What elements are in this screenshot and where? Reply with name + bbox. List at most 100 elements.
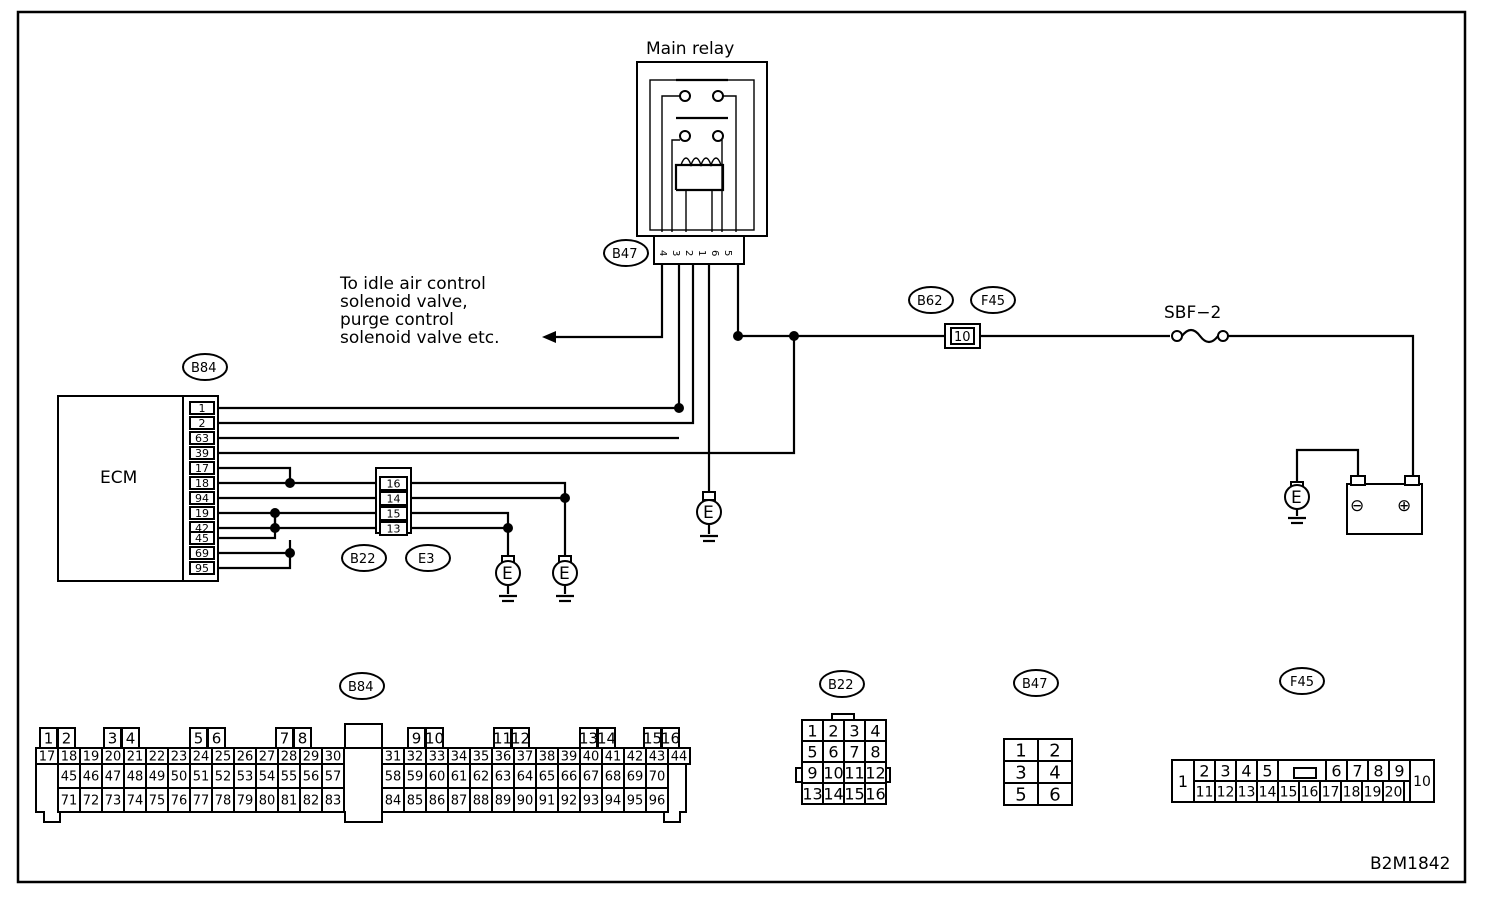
b22-face-pin: 6: [828, 742, 838, 761]
note-to-idle-air-control: To idle air control solenoid valve, purg…: [339, 274, 500, 348]
b84-face-pin: 18: [61, 750, 78, 765]
relay-pin-label: 5: [722, 250, 733, 256]
b22-face-pin: 4: [870, 721, 880, 740]
b84-face-pin: 57: [325, 770, 342, 785]
ecm-pin-label: 63: [195, 432, 209, 445]
b84-face-pin: 59: [407, 770, 424, 785]
b84-face-pin: 75: [149, 794, 166, 809]
b84-face-pin: 43: [649, 750, 666, 765]
b84-face-pin: 61: [451, 770, 468, 785]
b47-face-pin-cell: [1037, 782, 1073, 806]
ecm-pin-label-cell: [189, 476, 215, 490]
ecm-pin-label: 18: [195, 477, 209, 490]
svg-text:B47: B47: [612, 247, 637, 262]
b84-face-pin: 70: [649, 770, 666, 785]
connector-tag-f45: F45: [970, 286, 1016, 314]
b47-face-pin: 6: [1049, 784, 1060, 805]
ecm-pin-label: 39: [195, 447, 209, 460]
ecm-pin-label-cell: [189, 461, 215, 475]
svg-text:B47: B47: [1022, 677, 1047, 692]
junction-dot: [789, 331, 799, 341]
svg-text:F45: F45: [981, 294, 1005, 309]
junction-dot: [560, 493, 570, 503]
b84-face-pin: 46: [83, 770, 100, 785]
b84-face-pin: 7: [280, 729, 290, 747]
svg-text:SBF−2: SBF−2: [1164, 303, 1221, 323]
b84-face-pin: 37: [517, 750, 534, 765]
diagram-frame: [16, 10, 1467, 884]
f45-face-pin: 15: [1280, 785, 1298, 801]
b84-face-pin: 22: [149, 750, 166, 765]
b22-face-pin: 11: [844, 763, 864, 782]
svg-text:E: E: [703, 503, 714, 523]
svg-text:B22: B22: [828, 678, 853, 693]
junction-dot: [674, 403, 684, 413]
b22-pin-label-cell: [379, 506, 408, 521]
connector-b62-f45: 10: [944, 323, 981, 349]
f45-face-pin: 13: [1238, 785, 1256, 801]
b84-face-pin: 81: [281, 794, 298, 809]
note-arrow: [552, 264, 664, 339]
figure-code: B2M1842: [1370, 854, 1450, 874]
main-relay-title: Main relay: [646, 39, 734, 59]
b84-face-pin: 84: [385, 794, 402, 809]
b84-face-pin: 68: [605, 770, 622, 785]
relay-pin-label: 6: [709, 250, 720, 256]
b22-pin-label: 14: [387, 492, 401, 505]
b22-pin-label: 13: [387, 522, 401, 535]
wire-relay-ecm-2: [218, 264, 695, 425]
b22-face-pin: 15: [844, 784, 864, 803]
svg-text:ECM: ECM: [100, 468, 137, 488]
b22-face-pin: 14: [823, 784, 843, 803]
b22-face-pin: 7: [849, 742, 859, 761]
ground-symbol: E: [696, 491, 722, 543]
connector-tag-b84: B84: [182, 353, 228, 381]
b84-face-pin: 44: [671, 750, 688, 765]
wire-ecm-45: [218, 513, 277, 540]
b84-face-pin: 66: [561, 770, 578, 785]
svg-text:solenoid valve,: solenoid valve,: [340, 292, 468, 312]
b84-face-pin: 20: [105, 750, 122, 765]
b84-face-pin: 9: [412, 729, 422, 747]
svg-text:E: E: [502, 564, 513, 584]
b47-face-pin: 4: [1049, 762, 1060, 783]
f45-face-pin: 19: [1364, 785, 1382, 801]
fuse-sbf-2: SBF−2: [1164, 303, 1229, 344]
b22-face-pin: 1: [807, 721, 817, 740]
b84-face-pin: 76: [171, 794, 188, 809]
f45-face-pin: 3: [1220, 761, 1230, 780]
f45-face-pin: 17: [1322, 785, 1340, 801]
relay-pin-label: 1: [696, 250, 707, 256]
b22-face-pin: 5: [807, 742, 817, 761]
ecm-pin-label-cell: [189, 416, 215, 430]
b84-face-pin: 48: [127, 770, 144, 785]
arrow-head-icon: [542, 331, 556, 343]
svg-text:To idle air control: To idle air control: [339, 274, 486, 294]
f45-face-pin-cell: [1382, 780, 1405, 803]
b84-face-pin: 39: [561, 750, 578, 765]
b84-face-pin: 78: [215, 794, 232, 809]
b84-face-pin: 13: [579, 729, 598, 747]
b84-face-pin: 96: [649, 794, 666, 809]
battery: ⊖ ⊕: [1346, 475, 1423, 535]
b84-face-pin: 26: [237, 750, 254, 765]
svg-text:solenoid valve etc.: solenoid valve etc.: [340, 328, 500, 348]
b84-face-pin: 1: [44, 729, 54, 747]
svg-text:E: E: [559, 564, 570, 584]
b84-face-pin: 91: [539, 794, 556, 809]
b22-pin-label-cell: [379, 491, 408, 506]
ecm-pin-label: 45: [195, 532, 209, 545]
f45-face-pin: 7: [1352, 761, 1362, 780]
b84-face-pin: 40: [583, 750, 600, 765]
b47-face-pin: 1: [1015, 740, 1026, 761]
b84-face-pin: 50: [171, 770, 188, 785]
ecm-pin-label-cell: [189, 561, 215, 575]
b84-face-pin: 15: [643, 729, 662, 747]
b84-face-pin: 94: [605, 794, 622, 809]
f45-face-pin: 10: [1413, 774, 1431, 790]
b84-face-pin: 64: [517, 770, 534, 785]
face-tag-f45: F45: [1279, 667, 1325, 695]
face-tag-b47: B47: [1013, 669, 1059, 697]
ecm-pin-label-cell: [189, 446, 215, 460]
ground-symbol: E: [552, 555, 578, 603]
